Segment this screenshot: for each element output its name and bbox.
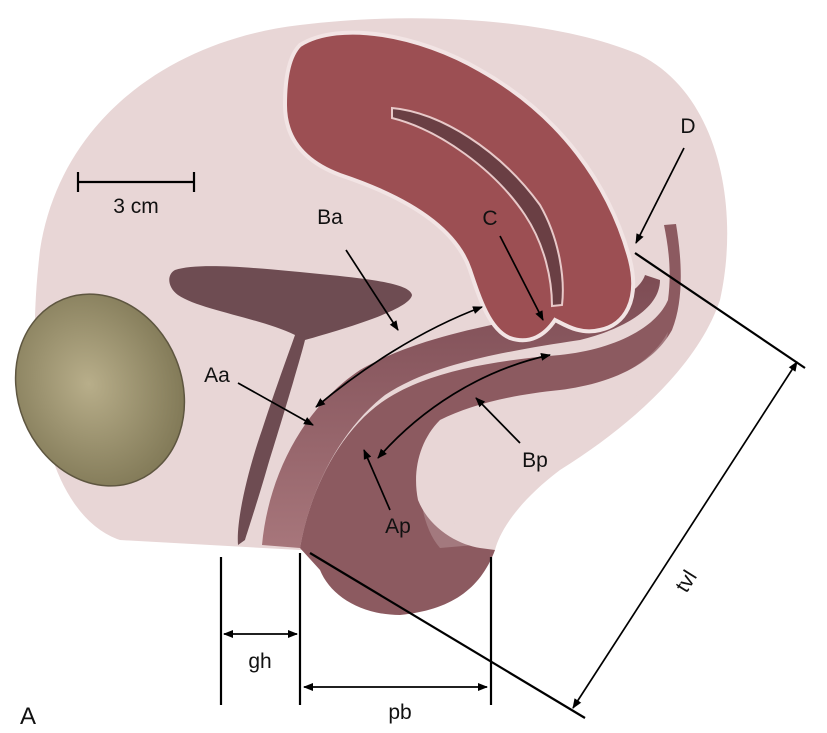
- arrow-aa: [237, 382, 314, 426]
- pubic-bone: [14, 293, 186, 487]
- arrow-d: [635, 147, 685, 244]
- scale-bar-label: 3 cm: [113, 195, 159, 218]
- label-bp: Bp: [522, 449, 548, 472]
- label-ap: Ap: [385, 515, 411, 538]
- label-ba: Ba: [317, 206, 343, 229]
- label-c: C: [482, 207, 497, 230]
- anterior-wall-curve-arrow: [315, 306, 483, 408]
- bladder: [169, 266, 412, 545]
- label-aa: Aa: [204, 364, 230, 387]
- label-gh: gh: [248, 650, 271, 673]
- tvl-bottom-line: [309, 552, 586, 719]
- panel-letter: A: [20, 703, 36, 730]
- arrow-c: [499, 235, 544, 321]
- label-tvl: tvl: [671, 567, 702, 597]
- posterior-wall-curve-arrow: [377, 352, 551, 459]
- label-d: D: [680, 115, 695, 138]
- uterine-cavity: [391, 106, 564, 308]
- label-pb: pb: [388, 701, 411, 724]
- tvl-measure-arrow: [572, 361, 798, 709]
- posterior-vaginal-wall: [300, 224, 681, 615]
- scale-bar: 3 cm: [76, 172, 196, 218]
- arrow-ap: [363, 449, 391, 511]
- tvl-top-tick: [634, 252, 806, 369]
